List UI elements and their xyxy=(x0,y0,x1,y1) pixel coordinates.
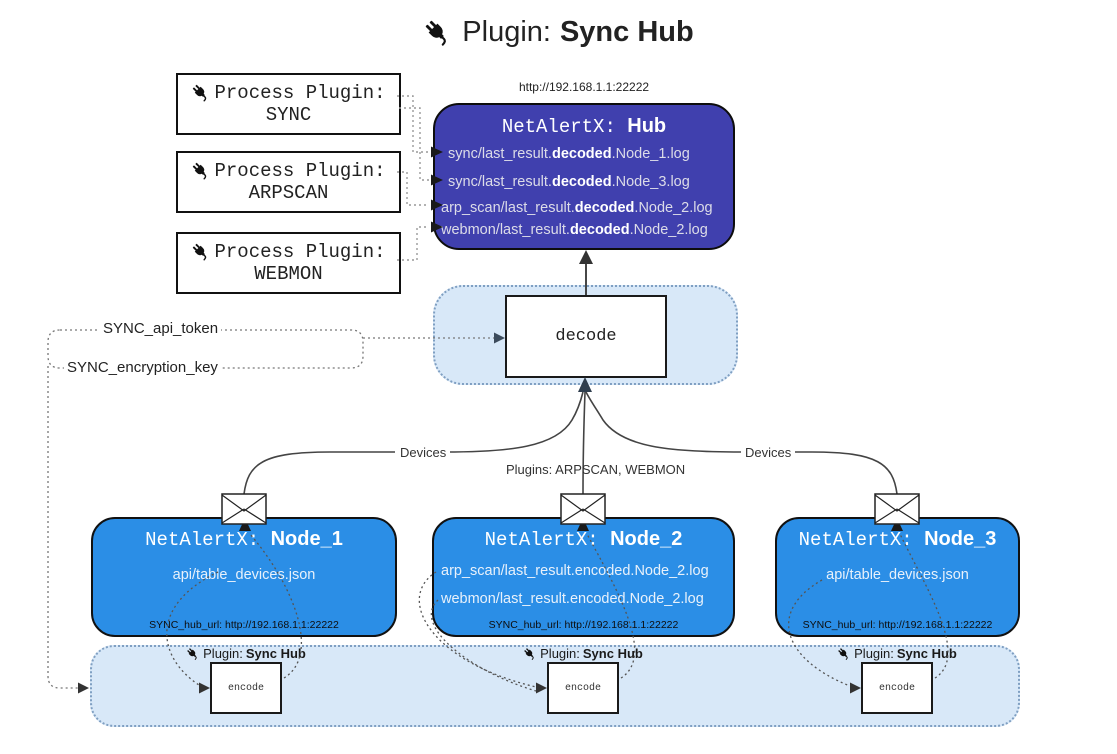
node-hub-url: SYNC_hub_url: http://192.168.1.1:22222 xyxy=(488,619,679,631)
process-plugin-name: SYNC xyxy=(265,104,312,126)
band-in-arrowhead xyxy=(78,682,89,694)
sync-api-token-label: SYNC_api_token xyxy=(100,320,222,337)
encode-label: encode xyxy=(878,682,915,694)
process-plugin-label: Process Plugin: xyxy=(214,82,386,104)
node-title: NetAlertX: Node_2 xyxy=(484,528,683,551)
encode-section-label: Plugin:Sync Hub xyxy=(817,646,977,661)
node-file: arp_scan/last_result.encoded.Node_2.log xyxy=(441,563,709,579)
node-box-node1: NetAlertX: Node_1 api/table_devices.json… xyxy=(91,517,397,637)
hub-box: NetAlertX: Hub sync/last_result.decoded.… xyxy=(433,103,735,250)
plugins-label-center: Plugins: ARPSCAN, WEBMON xyxy=(506,462,686,477)
encode-box: encode xyxy=(861,662,933,714)
process-plugin-label: Process Plugin: xyxy=(214,241,386,263)
hub-file-line: sync/last_result.decoded.Node_1.log xyxy=(448,146,690,162)
encode-label: encode xyxy=(564,682,601,694)
plug-icon xyxy=(837,647,851,661)
sync-encryption-key-label: SYNC_encryption_key xyxy=(64,359,221,376)
node-file: api/table_devices.json xyxy=(172,567,316,583)
process-plugin-box-sync: Process Plugin: SYNC xyxy=(176,73,401,135)
encode-section-label: Plugin:Sync Hub xyxy=(503,646,663,661)
hub-title-name: Hub xyxy=(627,115,667,137)
title-name: Sync Hub xyxy=(559,16,694,48)
node-title: NetAlertX: Node_1 xyxy=(145,528,343,551)
encode-section-label: Plugin:Sync Hub xyxy=(166,646,326,661)
process-plugin-name: WEBMON xyxy=(254,263,323,285)
plug-icon xyxy=(423,18,453,48)
node-to-decode-flows xyxy=(243,391,898,495)
node-hub-url: SYNC_hub_url: http://192.168.1.1:22222 xyxy=(149,619,339,631)
devices-label-right: Devices xyxy=(741,445,796,460)
devices-label-left: Devices xyxy=(396,445,451,460)
plugin-to-hub-connectors xyxy=(397,95,429,261)
node-hub-url: SYNC_hub_url: http://192.168.1.1:22222 xyxy=(802,619,993,631)
plug-icon xyxy=(191,242,211,262)
hub-file-line: sync/last_result.decoded.Node_3.log xyxy=(448,174,690,190)
page-title: Plugin: Sync Hub xyxy=(0,16,1117,49)
encode-box: encode xyxy=(547,662,619,714)
hub-file-line: arp_scan/last_result.decoded.Node_2.log xyxy=(441,200,713,216)
process-plugin-box-arpscan: Process Plugin: ARPSCAN xyxy=(176,151,401,213)
node-box-node2: NetAlertX: Node_2 arp_scan/last_result.e… xyxy=(432,517,735,637)
process-plugin-label: Process Plugin: xyxy=(214,160,386,182)
decode-to-hub-arrowhead xyxy=(579,250,593,264)
title-prefix: Plugin: xyxy=(462,16,551,48)
encode-box: encode xyxy=(210,662,282,714)
hub-url: http://192.168.1.1:22222 xyxy=(518,80,650,94)
plug-icon xyxy=(191,83,211,103)
process-plugin-box-webmon: Process Plugin: WEBMON xyxy=(176,232,401,294)
decode-label: decode xyxy=(555,327,617,346)
node-file: webmon/last_result.encoded.Node_2.log xyxy=(441,591,704,607)
hub-title: NetAlertX: Hub xyxy=(435,115,733,138)
hub-file-line: webmon/last_result.decoded.Node_2.log xyxy=(441,222,708,238)
hub-title-prefix: NetAlertX: xyxy=(501,116,616,138)
decode-box: decode xyxy=(505,295,667,378)
plug-icon xyxy=(191,161,211,181)
plug-icon xyxy=(523,647,537,661)
node-title: NetAlertX: Node_3 xyxy=(798,528,997,551)
plug-icon xyxy=(186,647,200,661)
encode-label: encode xyxy=(227,682,264,694)
node-box-node3: NetAlertX: Node_3 api/table_devices.json… xyxy=(775,517,1020,637)
process-plugin-name: ARPSCAN xyxy=(248,182,329,204)
node-file: api/table_devices.json xyxy=(826,567,969,583)
